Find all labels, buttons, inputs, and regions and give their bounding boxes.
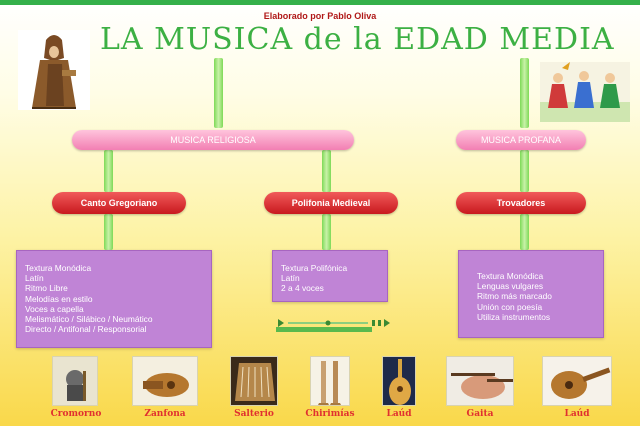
instrument-label-laud-2: Laúd — [564, 409, 590, 419]
box-polifonia-medieval: Textura Polifónica Latín 2 a 4 voces — [272, 250, 388, 302]
box-line: Ritmo más marcado — [477, 291, 552, 302]
box-line: Voces a capella — [25, 303, 84, 314]
instrument-image-laud-2[interactable] — [542, 356, 612, 406]
box-line: Latín — [25, 273, 44, 284]
box-line: Textura Monódica — [25, 263, 92, 273]
page-title: LA MUSICA de la EDAD MEDIA — [100, 22, 615, 57]
connector-religiosa-polifonia — [322, 150, 331, 192]
connector-polifonia-box — [322, 214, 331, 250]
connector-trovadores-box — [520, 214, 529, 250]
connector-canto-box — [104, 214, 113, 250]
connector-title-profana — [520, 58, 529, 128]
audio-player[interactable] — [276, 316, 392, 334]
instrument-label-laud-1: Laúd — [386, 409, 412, 419]
instrument-image-chirimias[interactable] — [310, 356, 350, 406]
box-line: Textura Monódica — [477, 271, 544, 281]
audio-progress-bar[interactable] — [276, 327, 372, 332]
dancers-image — [540, 62, 630, 122]
box-line: Utiliza instrumentos — [477, 311, 551, 322]
box-canto-gregoriano: Textura Monódica Latín Ritmo Libre Melod… — [16, 250, 212, 348]
box-line: Unión con poesía — [477, 301, 543, 312]
instrument-image-salterio[interactable] — [230, 356, 278, 406]
instrument-label-salterio: Salterio — [234, 409, 274, 419]
instrument-image-zanfona[interactable] — [132, 356, 198, 406]
subcategory-canto-gregoriano[interactable]: Canto Gregoriano — [52, 192, 186, 214]
box-line: Ritmo Libre — [25, 283, 68, 294]
instrument-label-chirimias: Chirimías — [305, 409, 355, 419]
author-credit: Elaborado por Pablo Oliva — [263, 11, 377, 21]
category-musica-religiosa[interactable]: MUSICA RELIGIOSA — [72, 130, 354, 150]
instrument-label-zanfona: Zanfona — [144, 409, 186, 419]
instrument-label-cromorno: Cromorno — [50, 409, 102, 419]
subcategory-trovadores[interactable]: Trovadores — [456, 192, 586, 214]
box-line: Textura Polifónica — [281, 263, 348, 273]
box-line: Latín — [281, 273, 300, 284]
box-line: Lenguas vulgares — [477, 281, 544, 292]
instrument-image-laud-1[interactable] — [382, 356, 416, 406]
box-trovadores: Textura Monódica Lenguas vulgares Ritmo … — [458, 250, 604, 338]
audio-controls-icon[interactable] — [276, 317, 392, 329]
monk-image — [18, 30, 90, 110]
connector-profana-trovadores — [520, 150, 529, 192]
top-bar — [0, 0, 640, 5]
instrument-image-gaita[interactable] — [446, 356, 514, 406]
box-line: 2 a 4 voces — [281, 283, 324, 294]
connector-religiosa-canto — [104, 150, 113, 192]
instrument-label-gaita: Gaita — [466, 409, 494, 419]
subcategory-polifonia-medieval[interactable]: Polifonia Medieval — [264, 192, 398, 214]
connector-title-religiosa — [214, 58, 223, 128]
box-line: Melismático / Silábico / Neumático — [25, 314, 153, 325]
box-line: Melodías en estilo — [25, 293, 93, 304]
box-line: Directo / Antifonal / Responsorial — [25, 324, 147, 335]
category-musica-profana[interactable]: MUSICA PROFANA — [456, 130, 586, 150]
instrument-image-cromorno[interactable] — [52, 356, 98, 406]
